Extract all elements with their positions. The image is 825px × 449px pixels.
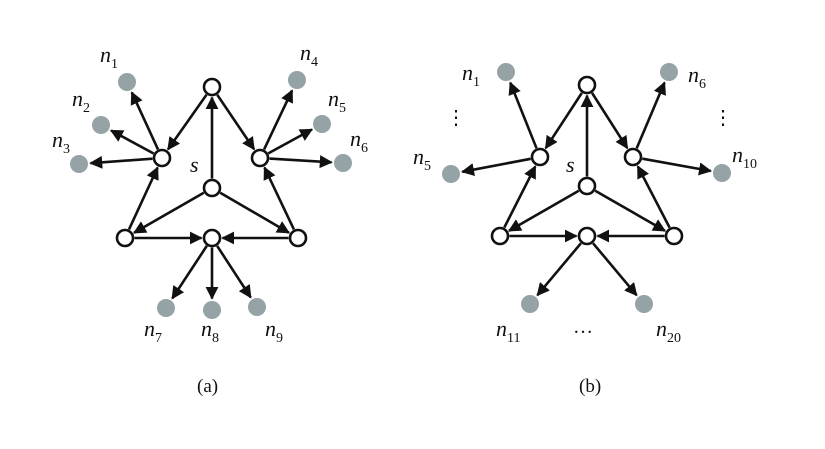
- panel-b-edges: [461, 81, 712, 297]
- ellipsis-left: ⋮: [446, 107, 466, 129]
- panel-a-edge-s-to-br: [219, 191, 291, 234]
- panel-b-edge-bm-to-n20: [592, 242, 638, 297]
- leaf-node-n9: [248, 298, 266, 316]
- hub-node-top: [202, 77, 222, 97]
- panel-a-edge-left-to-n3: [89, 155, 153, 169]
- leaf-node-n20: [635, 295, 653, 313]
- panel-b-edge-bl-to-left: [503, 165, 537, 229]
- panel-b-edge-right-to-n6: [635, 81, 666, 149]
- hub-node-bottom-right: [288, 228, 308, 248]
- leaf-node-n7: [157, 299, 175, 317]
- leaf-node-n5: [442, 165, 460, 183]
- hub-node-bottom-left: [490, 226, 510, 246]
- panel-b: s n1 n5 n6 n10 n11 n20 ⋮ ⋮ … (b): [413, 60, 757, 397]
- leaf-label-n20: n20: [656, 316, 681, 346]
- hub-node-right: [623, 147, 643, 167]
- source-label: s: [190, 152, 199, 177]
- panel-b-edge-right-to-n10: [642, 157, 712, 176]
- leaf-node-n1: [118, 73, 136, 91]
- leaf-label-n6: n6: [688, 62, 706, 92]
- panel-a-edge-bm-to-n9: [216, 245, 252, 299]
- hub-node-top: [577, 75, 597, 95]
- hub-node-right: [250, 148, 270, 168]
- panel-a-edge-bl-to-left: [127, 166, 159, 230]
- leaf-node-n6: [334, 154, 352, 172]
- source-label: s: [566, 152, 575, 177]
- panel-b-edge-left-to-n5: [461, 157, 531, 177]
- leaf-node-n5: [313, 115, 331, 133]
- ellipsis-right: ⋮: [713, 107, 733, 129]
- panel-a: s n1 n2 n3 n4 n5 n6 n7 n8 n9 (a): [52, 40, 368, 397]
- panel-b-caption: (b): [579, 376, 601, 397]
- leaf-node-n11: [521, 295, 539, 313]
- leaf-node-n1: [497, 63, 515, 81]
- leaf-label-n7: n7: [144, 316, 162, 346]
- panel-b-edge-s-to-bl: [507, 189, 580, 232]
- leaf-label-n3: n3: [52, 127, 70, 157]
- hub-node-left: [152, 148, 172, 168]
- leaf-label-n1: n1: [100, 42, 118, 72]
- panel-b-edge-top-to-left: [544, 92, 583, 150]
- panel-b-edge-top-to-right: [591, 92, 629, 150]
- ellipsis-bottom: …: [573, 316, 593, 338]
- hub-node-left: [530, 147, 550, 167]
- leaf-node-n3: [70, 155, 88, 173]
- leaf-label-n9: n9: [265, 316, 283, 346]
- leaf-label-n4: n4: [300, 40, 318, 70]
- panel-a-caption: (a): [197, 376, 218, 397]
- panel-a-edge-right-to-n4: [262, 89, 294, 150]
- hub-node-source: [577, 176, 597, 196]
- leaf-label-n8: n8: [201, 316, 219, 346]
- panel-b-edge-bm-to-n11: [536, 242, 582, 297]
- panel-a-edge-top-to-left: [166, 94, 208, 151]
- leaf-label-n1: n1: [462, 60, 480, 90]
- panel-a-edge-br-to-right: [263, 166, 296, 230]
- panel-b-edge-left-to-n1: [508, 81, 538, 149]
- panel-a-edge-bm-to-n7: [171, 245, 208, 300]
- leaf-node-n4: [288, 71, 306, 89]
- leaf-label-n5: n5: [328, 86, 346, 116]
- panel-a-edges: [89, 89, 333, 300]
- leaf-node-n2: [92, 116, 110, 134]
- leaf-node-n10: [713, 164, 731, 182]
- hub-node-bottom-left: [115, 228, 135, 248]
- hub-node-bottom: [202, 228, 222, 248]
- panel-b-edge-s-to-br: [594, 189, 667, 232]
- hub-node-bottom-right: [664, 226, 684, 246]
- panel-b-edge-br-to-right: [636, 165, 671, 229]
- leaf-label-n11: n11: [496, 316, 520, 346]
- leaf-label-n10: n10: [732, 142, 757, 172]
- hub-node-source: [202, 178, 222, 198]
- panel-a-edge-left-to-n2: [109, 129, 155, 155]
- panel-a-edge-top-to-right: [216, 94, 256, 151]
- panel-a-edge-right-to-n5: [267, 128, 314, 155]
- panel-a-edge-left-to-n1: [130, 91, 160, 150]
- leaf-label-n2: n2: [72, 86, 90, 116]
- leaf-label-n5: n5: [413, 144, 431, 174]
- leaf-label-n6: n6: [350, 126, 368, 156]
- panel-a-edge-s-to-bl: [132, 191, 205, 234]
- leaf-node-n6: [660, 63, 678, 81]
- leaf-node-n8: [203, 301, 221, 319]
- hub-node-bottom: [577, 226, 597, 246]
- panel-a-edge-right-to-n6: [269, 155, 333, 169]
